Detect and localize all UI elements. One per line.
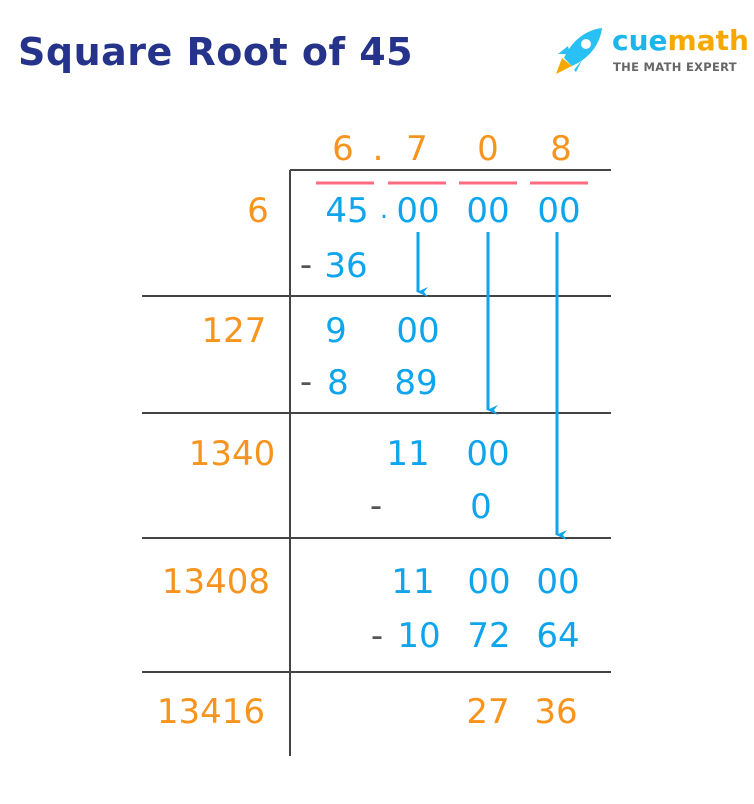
- page-title: Square Root of 45: [18, 30, 414, 74]
- minus-sign: -: [300, 245, 312, 285]
- subtrahend-part: 10: [397, 616, 440, 656]
- quotient-decimal: .: [373, 129, 384, 169]
- subtrahend-part: 64: [536, 616, 579, 656]
- dividend-decimal: .: [380, 195, 388, 225]
- remainder-part: 00: [396, 311, 439, 351]
- remainder-part: 11: [391, 562, 434, 602]
- quotient-digit: 8: [550, 129, 572, 169]
- divisor: 13416: [157, 692, 265, 732]
- cuemath-logo: cuemath THE MATH EXPERT: [548, 24, 749, 80]
- minus-sign: -: [371, 616, 383, 656]
- logo-tagline: THE MATH EXPERT: [613, 60, 737, 74]
- remainder-part: 00: [536, 562, 579, 602]
- divisor: 127: [202, 311, 267, 351]
- dividend-pair: 00: [466, 191, 509, 231]
- quotient-digit: 6: [332, 129, 354, 169]
- subtrahend-part: 8: [327, 363, 349, 403]
- subtrahend-part: 72: [467, 616, 510, 656]
- divisor: 1340: [189, 434, 276, 474]
- rocket-icon: [556, 28, 602, 74]
- dividend-whole: 45: [325, 191, 368, 231]
- logo-brand-cue: cue: [612, 24, 668, 57]
- divisor: 13408: [162, 562, 270, 602]
- remainder-part: 11: [386, 434, 429, 474]
- remainder-part: 00: [466, 434, 509, 474]
- subtrahend: 0: [470, 487, 492, 527]
- dividend-pair: 00: [537, 191, 580, 231]
- minus-sign: -: [300, 362, 312, 402]
- remainder-part: 00: [467, 562, 510, 602]
- subtrahend: 36: [324, 246, 367, 286]
- final-remainder-part: 36: [534, 692, 577, 732]
- final-remainder-part: 27: [466, 692, 509, 732]
- dividend-pair: 00: [396, 191, 439, 231]
- divisor: 6: [247, 191, 269, 231]
- quotient-digit: 7: [406, 129, 428, 169]
- subtrahend-part: 89: [394, 363, 437, 403]
- remainder-part: 9: [325, 311, 347, 351]
- logo-brand-math: math: [667, 24, 749, 57]
- minus-sign: -: [370, 486, 382, 526]
- quotient-digit: 0: [477, 129, 499, 169]
